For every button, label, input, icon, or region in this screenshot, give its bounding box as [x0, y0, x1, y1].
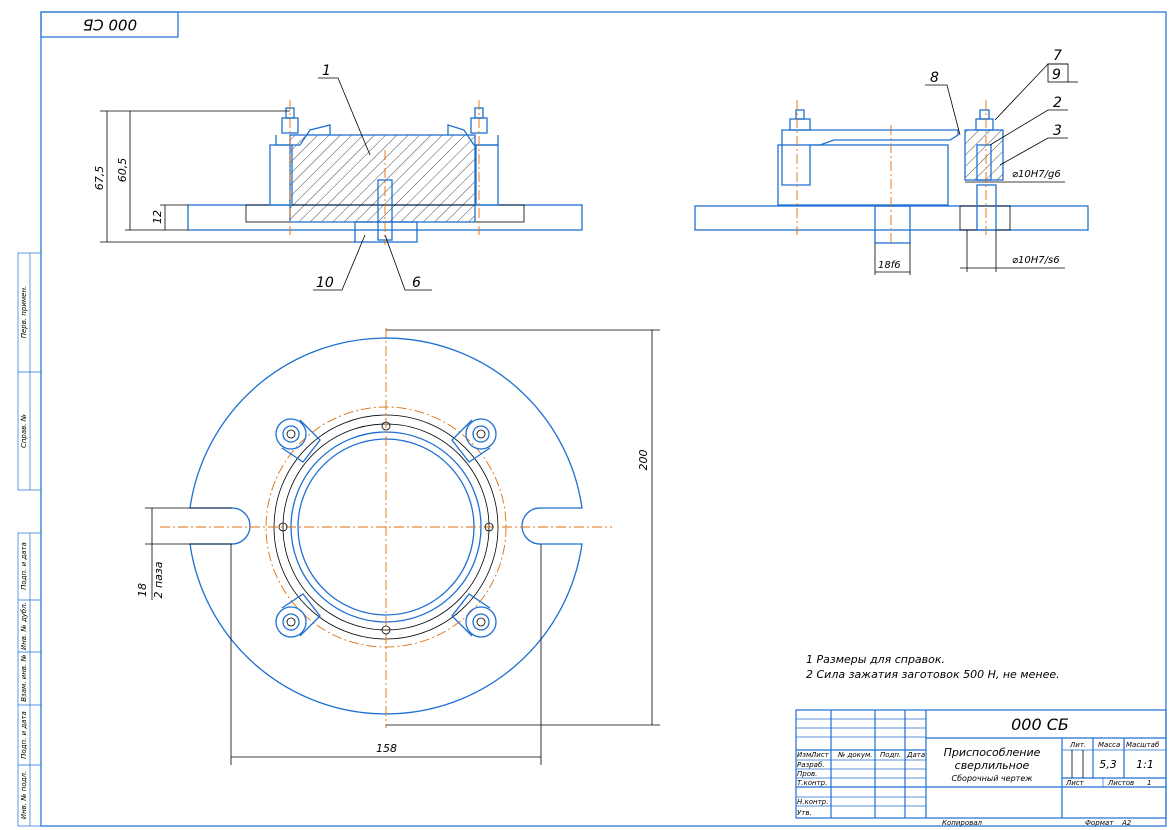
tb-role: Утв. [797, 809, 812, 817]
tb-scale: 1:1 [1136, 758, 1154, 771]
tb-name-2: сверлильное [955, 759, 1030, 772]
title-block: Изм. Лист № докум. Подп. Дата Разраб. Пр… [795, 709, 1167, 827]
strip-label: Подп. и дата [20, 711, 28, 759]
side-strip: Перв. примен. Справ. № Подп. и дата Инв.… [17, 252, 42, 827]
front-section-view: 67,5 60,5 12 1 10 6 [93, 63, 583, 291]
callout-7: 7 [1053, 48, 1062, 64]
callout-1: 1 [322, 63, 331, 79]
callout-8: 8 [930, 70, 939, 86]
dim-12: 12 [151, 210, 164, 224]
strip-label: Инв. № дубл. [20, 602, 28, 650]
tb-format-label: Формат [1085, 819, 1114, 827]
dim-60-5: 60,5 [116, 158, 129, 183]
tb-name-1: Приспособление [944, 746, 1041, 759]
tb-copied: Копировал [942, 819, 983, 827]
callout-2: 2 [1053, 95, 1062, 111]
tb-sheets: 1 [1147, 779, 1151, 787]
tb-mass-label: Масса [1098, 741, 1120, 749]
tb-format: А2 [1121, 819, 1132, 827]
strip-label: Инв. № подл. [20, 771, 28, 819]
top-stamp: 000 СБ [83, 16, 137, 34]
note-2: 2 Сила зажатия заготовок 500 Н, не менее… [806, 668, 1060, 681]
callout-9: 9 [1052, 67, 1061, 83]
strip-label: Подп. и дата [20, 542, 28, 590]
tb-role: Т.контр. [797, 779, 827, 787]
dim-18: 18 [136, 583, 149, 597]
fit-g6: ⌀10H7/g6 [1012, 169, 1061, 180]
dim-200: 200 [637, 450, 650, 471]
tb-lit-label: Лит. [1069, 741, 1086, 749]
callout-6: 6 [412, 275, 421, 291]
tb-h-list: Лист [810, 751, 830, 759]
strip-label: Справ. № [20, 414, 28, 448]
strip-label: Взам. инв. № [20, 654, 28, 702]
tb-scale-label: Масштаб [1126, 741, 1160, 749]
tb-role: Н.контр. [797, 798, 828, 806]
callout-3: 3 [1053, 123, 1062, 139]
tb-designation: 000 СБ [1011, 715, 1069, 734]
tb-h-date: Дата [906, 751, 925, 759]
tb-sheets-label: Листов [1107, 779, 1134, 787]
plan-view: 200 158 18 2 паза [136, 328, 660, 765]
side-section-view: 18f6 ⌀10H7/g6 ⌀10H7/s6 8 7 9 2 3 [694, 48, 1089, 275]
fit-s6: ⌀10H7/s6 [1012, 255, 1060, 266]
tb-h-izm: Изм. [797, 751, 813, 759]
tb-mass: 5,3 [1099, 758, 1117, 771]
strip-label: Перв. примен. [20, 286, 28, 339]
tb-role: Разраб. [797, 761, 825, 769]
tb-h-doc: № докум. [837, 751, 873, 759]
callout-10: 10 [316, 275, 334, 291]
tb-sheet-label: Лист [1065, 779, 1085, 787]
dim-158: 158 [376, 742, 397, 755]
tb-h-sign: Подп. [880, 751, 901, 759]
tb-doc-type: Сборочный чертеж [952, 774, 1034, 783]
tb-role: Пров. [797, 770, 817, 778]
dim-18f6: 18f6 [878, 260, 901, 271]
dim-67-5: 67,5 [93, 166, 106, 191]
note-1: 1 Размеры для справок. [806, 653, 945, 666]
dim-2-slots: 2 паза [152, 561, 165, 598]
